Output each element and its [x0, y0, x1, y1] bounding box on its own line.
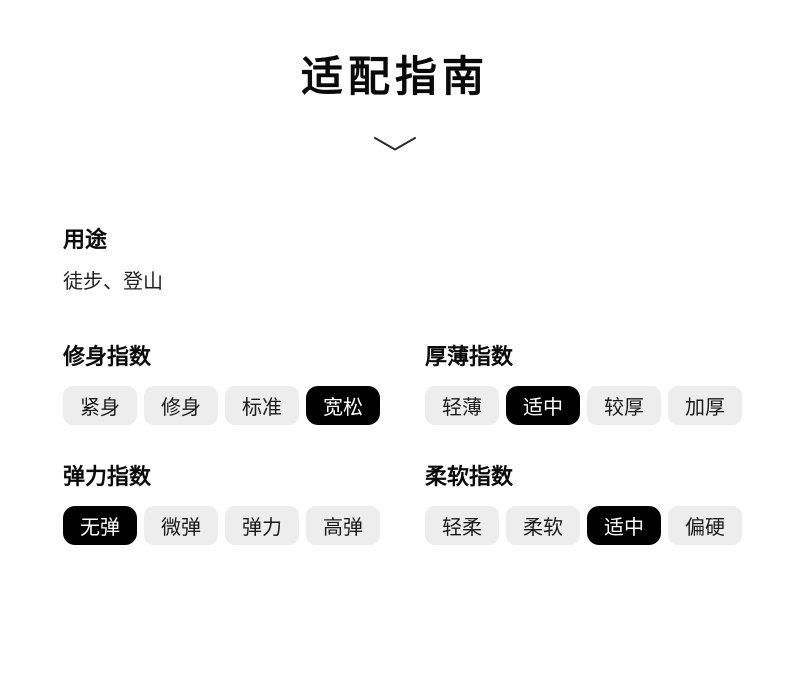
option-pill: 紧身 — [63, 386, 137, 425]
section-label: 弹力指数 — [63, 464, 152, 489]
option-pill: 柔软 — [506, 506, 580, 545]
option-pill-selected: 无弹 — [63, 506, 137, 545]
section-softness-index: 柔软指数 轻柔 柔软 适中 偏硬 — [425, 464, 742, 545]
option-pill: 轻柔 — [425, 506, 499, 545]
index-sections-grid: 修身指数 紧身 修身 标准 宽松 厚薄指数 轻薄 适中 较厚 加厚 弹力指数 — [63, 344, 742, 545]
option-pill: 加厚 — [668, 386, 742, 425]
fit-guide-panel: 适配指南 用途 徒步、登山 修身指数 紧身 修身 标准 宽松 厚薄指数 — [0, 53, 790, 545]
option-pill: 微弹 — [144, 506, 218, 545]
section-label: 柔软指数 — [425, 464, 514, 489]
option-pill: 弹力 — [225, 506, 299, 545]
option-pill-row: 轻薄 适中 较厚 加厚 — [425, 386, 742, 425]
option-pill-selected: 适中 — [587, 506, 661, 545]
option-pill: 偏硬 — [668, 506, 742, 545]
section-fit-index: 修身指数 紧身 修身 标准 宽松 — [63, 344, 425, 425]
option-pill-row: 紧身 修身 标准 宽松 — [63, 386, 425, 425]
section-label: 修身指数 — [63, 344, 152, 369]
section-label: 厚薄指数 — [425, 344, 514, 369]
option-pill: 较厚 — [587, 386, 661, 425]
section-thickness-index: 厚薄指数 轻薄 适中 较厚 加厚 — [425, 344, 742, 425]
option-pill-row: 无弹 微弹 弹力 高弹 — [63, 506, 425, 545]
fit-guide-content: 用途 徒步、登山 修身指数 紧身 修身 标准 宽松 厚薄指数 轻薄 适中 较厚 — [0, 227, 790, 545]
option-pill: 高弹 — [306, 506, 380, 545]
option-pill: 修身 — [144, 386, 218, 425]
section-elasticity-index: 弹力指数 无弹 微弹 弹力 高弹 — [63, 464, 425, 545]
option-pill: 轻薄 — [425, 386, 499, 425]
option-pill-selected: 宽松 — [306, 386, 380, 425]
option-pill-selected: 适中 — [506, 386, 580, 425]
usage-label: 用途 — [63, 227, 108, 252]
chevron-down-icon — [0, 136, 790, 152]
option-pill: 标准 — [225, 386, 299, 425]
usage-section: 用途 徒步、登山 — [63, 227, 733, 294]
option-pill-row: 轻柔 柔软 适中 偏硬 — [425, 506, 742, 545]
page-title: 适配指南 — [300, 53, 489, 100]
usage-value: 徒步、登山 — [63, 271, 163, 293]
